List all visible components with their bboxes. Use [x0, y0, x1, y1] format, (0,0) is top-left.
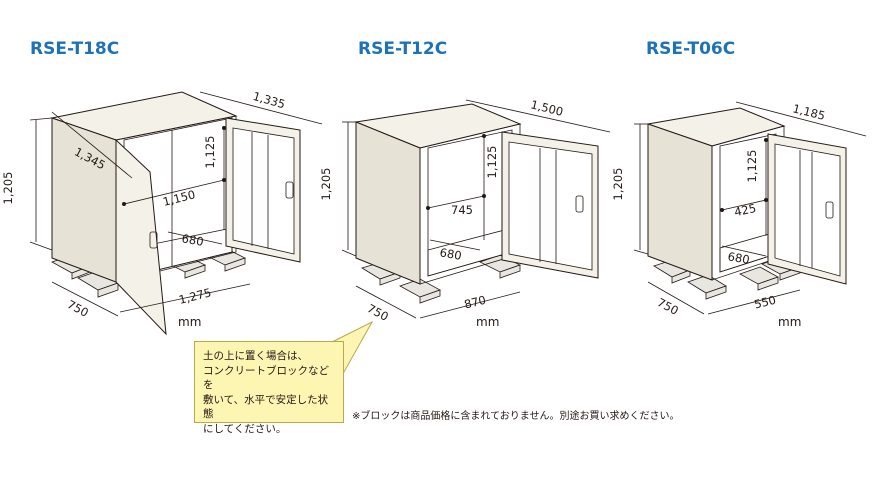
unit-label: mm — [778, 315, 801, 329]
dim-inner-depth: 680 — [727, 249, 751, 267]
model-rse-t18c: RSE-T18C 1,205 — [1, 39, 323, 336]
block-footnote: ※ブロックは商品価格に含まれておりません。別途お買い求めください。 — [352, 411, 680, 422]
unit-label: mm — [476, 315, 499, 329]
dim-width-outer: 1,185 — [791, 101, 826, 123]
unit-label: mm — [178, 315, 201, 329]
model-title: RSE-T06C — [646, 39, 735, 59]
model-title: RSE-T12C — [358, 39, 447, 59]
dim-base-width: 1,275 — [177, 285, 212, 307]
model-rse-t06c: RSE-T06C 1,205 1,185 425 — [611, 39, 867, 329]
dim-base-depth: 750 — [65, 297, 91, 320]
dim-height: 1,205 — [611, 168, 625, 201]
placement-note: 土の上に置く場合は、 コンクリートブロックなどを 敷いて、水平で安定した状態 に… — [194, 341, 344, 435]
model-title: RSE-T18C — [30, 39, 119, 59]
dim-base-width: 870 — [463, 293, 488, 312]
dim-inner-height: 1,125 — [745, 150, 759, 183]
dim-inner-depth: 680 — [439, 245, 463, 263]
dim-height: 1,205 — [319, 168, 333, 201]
dim-inner-width: 745 — [451, 203, 473, 217]
note-line: 土の上に置く場合は、 — [203, 350, 308, 362]
dim-inner-height: 1,125 — [203, 136, 217, 169]
left-door — [115, 138, 167, 336]
dim-width-outer: 1,335 — [251, 89, 287, 112]
dim-inner-width: 425 — [733, 201, 757, 219]
note-line: 敷いて、水平で安定した状態 — [203, 393, 329, 421]
dim-inner-depth: 680 — [181, 231, 205, 249]
cabinet-side — [51, 117, 117, 283]
model-rse-t12c: RSE-T12C 1,205 1,500 745 1,125 — [319, 39, 611, 329]
concrete-blocks — [653, 256, 801, 300]
cabinet-side — [647, 123, 713, 281]
note-line: にしてください。 — [203, 422, 287, 435]
note-line: コンクリートブロックなどを — [203, 364, 329, 392]
dim-base-width: 550 — [753, 293, 778, 312]
dim-base-depth: 750 — [365, 301, 391, 324]
dim-height: 1,205 — [1, 172, 15, 205]
cabinet-side — [355, 121, 421, 285]
dim-width-outer: 1,500 — [529, 97, 564, 119]
dim-inner-height: 1,125 — [485, 146, 499, 179]
door-handle — [149, 231, 158, 249]
